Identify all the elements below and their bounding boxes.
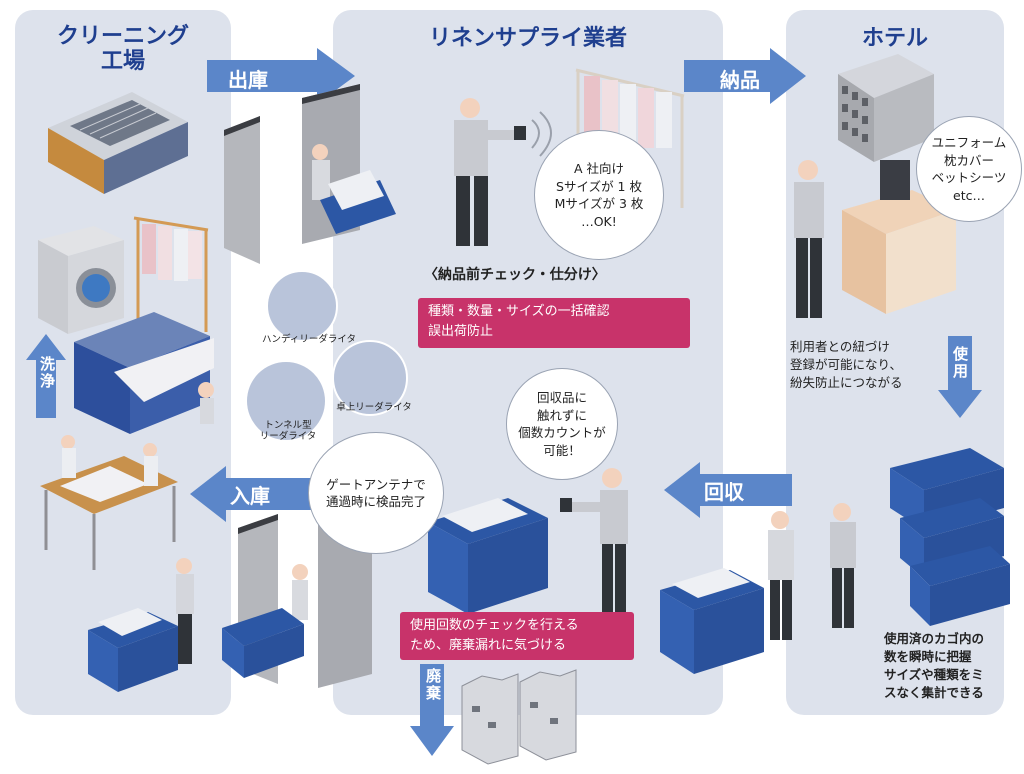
tunnel-reader-label: トンネル型 リーダライタ: [259, 420, 317, 443]
counting-cart-worker-illustration: [428, 468, 628, 614]
shiyou-arrow: [938, 336, 982, 418]
desktop-reader-circle: [332, 340, 408, 416]
factory-clothes-rack-illustration: [133, 216, 209, 332]
check-bubble: A 社向け Sサイズが 1 枚 Mサイズが 3 枚 …OK!: [534, 130, 664, 260]
shiyou-label: 使用: [951, 346, 969, 380]
tunnel-reader-circle: [245, 360, 327, 442]
factory-cart-worker-illustration: [88, 558, 194, 692]
count-bubble: 回収品に 触れずに 個数カウントが 可能！: [506, 368, 618, 480]
haiki-label: 廃棄: [424, 668, 442, 702]
washing-machine-illustration: [38, 226, 124, 334]
ironer-machine-illustration: [74, 312, 214, 434]
basket-note: 使用済のカゴ内の 数を瞬時に把握 サイズや種類をミ スなく集計できる: [884, 631, 985, 701]
precheck-caption: 〈納品前チェック・仕分け〉: [424, 267, 606, 283]
nouhin-arrow: [684, 48, 806, 104]
factory-table-illustration: [40, 435, 178, 570]
confirm-box: 種類・数量・サイズの一括確認 誤出荷防止: [418, 298, 690, 348]
nouhin-label: 納品: [720, 68, 760, 92]
senjo-label: 洗浄: [38, 356, 56, 390]
hotel-bubble: ユニフォーム 枕カバー ベットシーツ etc…: [916, 116, 1022, 222]
hotel-carts-illustration: [830, 448, 1010, 628]
nyuko-label: 入庫: [230, 484, 270, 508]
desktop-reader-label: 卓上リーダライタ: [336, 402, 412, 413]
handy-reader-label: ハンディリーダライタ: [262, 334, 356, 345]
link-note: 利用者との紐づけ 登録が可能になり、 紛失防止につながる: [790, 339, 903, 391]
factory-building-illustration: [48, 92, 188, 194]
collection-cart-worker-illustration: [660, 511, 794, 674]
handy-reader-circle: [266, 270, 338, 342]
hotel-building-illustration: [838, 54, 934, 162]
kaishu-arrow: [664, 462, 792, 518]
outgoing-gate-illustration: [224, 84, 396, 264]
hotel-counter-illustration: [794, 160, 956, 318]
supplier-title: リネンサプライ業者: [428, 26, 627, 51]
nyuko-arrow: [190, 466, 318, 522]
usage-box: 使用回数のチェックを行える ため、廃棄漏れに気づける: [400, 612, 634, 660]
factory-title: クリーニング 工場: [56, 24, 189, 75]
disposed-uniforms-illustration: [461, 669, 577, 765]
haiki-arrow: [410, 664, 454, 756]
shukko-arrow: [207, 48, 355, 104]
senjo-arrow: [26, 334, 66, 418]
kaishu-label: 回収: [704, 480, 744, 504]
shukko-label: 出庫: [228, 68, 268, 92]
handheld-reader-worker-illustration: [454, 98, 552, 246]
gate-bubble: ゲートアンテナで 通過時に検品完了: [308, 432, 444, 554]
hotel-title: ホテル: [861, 26, 928, 51]
